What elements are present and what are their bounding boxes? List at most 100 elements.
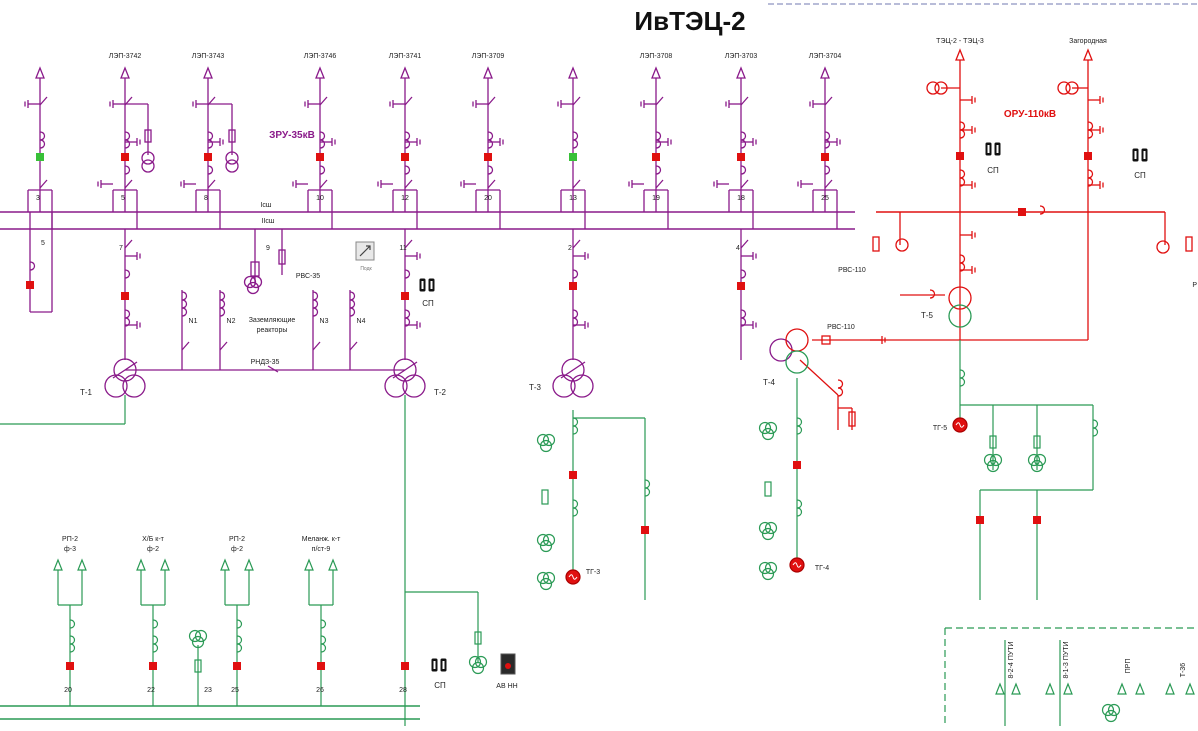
voltage-transformer (536, 433, 550, 447)
feeder-cell-number: 28 (399, 687, 407, 694)
feeder-label: п/ст-9 (312, 546, 331, 553)
disconnector (655, 179, 664, 189)
reactor-coil (152, 643, 159, 653)
feeder-breaker (652, 153, 660, 161)
reactor-coil (181, 307, 188, 317)
line-label-3: ЛЭП-3741 (389, 53, 422, 60)
cell-number: 12 (401, 195, 409, 202)
oru-breaker (956, 152, 964, 160)
reactor-coil (572, 499, 579, 509)
sectional-breaker (1018, 208, 1026, 216)
disconnector (487, 179, 496, 189)
voltage-transformer (536, 533, 550, 547)
line-end-arrow (35, 66, 45, 79)
voltage-transformer (758, 561, 772, 575)
disconnector (319, 179, 328, 189)
disconnector (124, 239, 133, 249)
cell-number: 3 (36, 195, 40, 202)
trafo-label: Т-2 (434, 388, 447, 397)
reactor-coil (219, 299, 226, 309)
winding (552, 374, 576, 398)
disconnector (824, 96, 833, 106)
reactor-coil (572, 507, 579, 517)
reactor-coil (312, 299, 319, 309)
line-end-arrow (53, 558, 63, 571)
line-end-arrow (1165, 682, 1175, 695)
trafo-breaker (569, 282, 577, 290)
reactor-coil (959, 377, 966, 387)
reactor-coil (181, 299, 188, 309)
reactor-coil (824, 165, 831, 175)
reactor-coil (740, 131, 747, 141)
reactor-coil (236, 635, 243, 645)
voltage-transformer (764, 561, 778, 575)
disconnector (219, 341, 228, 351)
voltage-transformer (989, 453, 1003, 467)
line-end-arrow (1045, 682, 1055, 695)
cell-number: 25 (821, 195, 829, 202)
cell-number: 5 (41, 240, 45, 247)
trafo-label: Т-4 (763, 378, 776, 387)
disconnector (740, 96, 749, 106)
reactor-coil (572, 417, 579, 427)
voltage-transformer (249, 275, 263, 289)
disconnector (655, 96, 664, 106)
disconnector (39, 96, 48, 106)
transformer-t5 (948, 286, 972, 328)
reactor-coil (796, 425, 803, 435)
voltage-transformer (1027, 453, 1041, 467)
voltage-transformer (761, 567, 775, 581)
generator-tg4 (792, 562, 802, 568)
feeder-cell-number: 26 (316, 687, 324, 694)
gen-breaker (793, 461, 801, 469)
line-label-1: ЛЭП-3743 (192, 53, 225, 60)
reactor-coil (824, 131, 831, 141)
tap-arrow (112, 361, 138, 379)
reactor-coil (929, 289, 936, 299)
disconnector (487, 96, 496, 106)
winding (785, 328, 809, 352)
winding (570, 374, 594, 398)
reactor-coil (959, 177, 966, 187)
fuse (194, 659, 202, 673)
line-end-arrow (1135, 682, 1145, 695)
tap-arrow (392, 361, 418, 379)
transformer-t1 (104, 358, 146, 398)
feeder-label: ф-3 (64, 546, 76, 553)
reactor-coil (181, 291, 188, 301)
voltage-transformer (542, 433, 556, 447)
rnd-label: РНДЗ-35 (251, 359, 280, 366)
reactor-coil (349, 307, 356, 317)
reactor-coil (124, 269, 131, 279)
reactor-coil (1087, 121, 1094, 131)
generator-section (0, 340, 1198, 726)
line-end-arrow (400, 66, 410, 79)
reactor-coil (319, 165, 326, 175)
fuse (989, 435, 997, 449)
line-end-arrow (315, 66, 325, 79)
voltage-transformer (474, 655, 488, 669)
cell-number: 19 (652, 195, 660, 202)
reactor-coil (487, 165, 494, 175)
arrester-110 (1185, 236, 1193, 252)
reactor-coil (349, 299, 356, 309)
disconnector (740, 179, 749, 189)
line-label-6: ЛЭП-3703 (725, 53, 758, 60)
line-end-arrow (160, 558, 170, 571)
fuse (144, 129, 152, 143)
voltage-transformer (542, 571, 556, 585)
reactor-label: N4 (357, 318, 366, 325)
reactor-coil (959, 121, 966, 131)
cell-number: 7 (119, 245, 123, 252)
reactor-coil (124, 165, 131, 175)
cell-number: 10 (316, 195, 324, 202)
reactor-coil (740, 165, 747, 175)
oru-110-section (799, 48, 1193, 430)
tool-icon (359, 245, 371, 257)
winding (122, 374, 146, 398)
reactor-coil (644, 479, 651, 489)
measurement-transformer (141, 151, 155, 165)
reactor-coil (655, 139, 662, 149)
feeder-cell-number: 25 (231, 687, 239, 694)
line-end-arrow (651, 66, 661, 79)
